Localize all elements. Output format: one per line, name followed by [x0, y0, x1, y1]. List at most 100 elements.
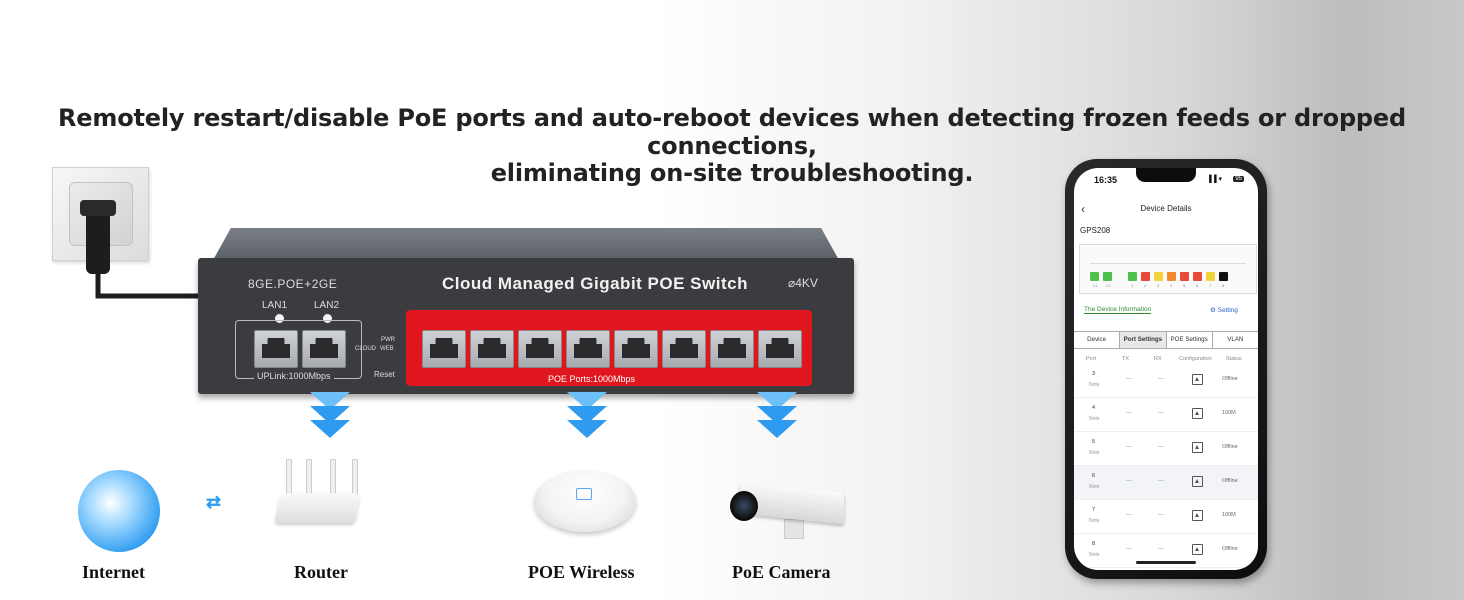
col-configuration: Configuration: [1179, 356, 1212, 362]
port-number: 4: [1092, 405, 1096, 411]
camera-icon: [728, 481, 846, 539]
configure-icon[interactable]: [1192, 476, 1203, 487]
app-port-indicator: [1154, 272, 1163, 281]
status-time: 16:35: [1094, 175, 1118, 185]
tab-port-settings[interactable]: Port Settings: [1120, 332, 1167, 348]
signal-wifi-icon: ▐▐ ▾: [1206, 176, 1222, 183]
switch-model-label: 8GE.POE+2GE: [248, 277, 338, 291]
configure-icon[interactable]: [1192, 544, 1203, 555]
down-arrow-icon: [757, 392, 797, 438]
tx-value: ---: [1126, 478, 1132, 484]
app-port-label: L1: [1093, 283, 1098, 288]
rx-value: ---: [1158, 546, 1164, 552]
port-number: 6: [1092, 473, 1096, 479]
tab-poe-settings[interactable]: POE Settings: [1167, 332, 1213, 348]
app-port-label: 5: [1183, 283, 1186, 288]
setting-link[interactable]: ⚙ Setting: [1210, 307, 1238, 314]
lan1-led: [275, 314, 284, 323]
reset-label: Reset: [374, 370, 395, 379]
poe-port: [518, 330, 562, 368]
port-note: Note: [1089, 416, 1100, 422]
col-tx: TX: [1122, 356, 1130, 362]
poe-port: [614, 330, 658, 368]
tx-value: ---: [1126, 410, 1132, 416]
port-note: Note: [1089, 450, 1100, 456]
home-indicator: [1136, 561, 1196, 564]
back-chevron-icon[interactable]: ‹: [1081, 202, 1085, 216]
phone-mockup: 16:35 ▐▐ ▾ 95 ‹ Device Details GPS208 L1…: [1065, 159, 1267, 579]
access-point-icon: [534, 470, 636, 532]
router-icon: [272, 459, 364, 529]
app-port-label: 4: [1170, 283, 1173, 288]
status-value: 100M: [1222, 512, 1236, 518]
status-value: Offline: [1222, 546, 1238, 552]
app-port-indicator: [1128, 272, 1137, 281]
rx-value: ---: [1158, 376, 1164, 382]
device-label-router: Router: [294, 562, 348, 582]
poe-port: [710, 330, 754, 368]
col-status: Status: [1226, 356, 1242, 362]
status-value: 100M: [1222, 410, 1236, 416]
col-port: Port: [1086, 356, 1097, 362]
port-number: 5: [1092, 439, 1096, 445]
tx-value: ---: [1126, 444, 1132, 450]
poe-port: [566, 330, 610, 368]
app-port-label: 6: [1196, 283, 1199, 288]
app-port-indicator: [1090, 272, 1099, 281]
configure-icon[interactable]: [1192, 374, 1203, 385]
poe-port: [662, 330, 706, 368]
setting-label: Setting: [1217, 307, 1238, 314]
switch-name: Cloud Managed Gigabit POE Switch: [442, 274, 748, 293]
tab-bar: Device Port Settings POE Settings VLAN: [1074, 331, 1258, 349]
tx-value: ---: [1126, 376, 1132, 382]
lan2-port: [302, 330, 346, 368]
port-number: 7: [1092, 507, 1096, 513]
app-port-indicator: [1167, 272, 1176, 281]
poe-ports-label: POE Ports:1000Mbps: [548, 374, 636, 384]
down-arrow-icon: [310, 392, 350, 438]
swap-arrows-icon: ⇄: [206, 492, 222, 512]
headline-line-2: eliminating on-site troubleshooting.: [490, 159, 974, 187]
device-label-poe-wireless: POE Wireless: [528, 562, 635, 582]
app-port-indicator: [1103, 272, 1112, 281]
configure-icon[interactable]: [1192, 510, 1203, 521]
port-note: Note: [1089, 552, 1100, 558]
globe-icon: [78, 470, 160, 552]
app-port-label: 7: [1209, 283, 1212, 288]
port-note: Note: [1089, 518, 1100, 524]
poe-switch: 8GE.POE+2GE Cloud Managed Gigabit POE Sw…: [198, 228, 854, 396]
configure-icon[interactable]: [1192, 408, 1203, 419]
port-note: Note: [1089, 484, 1100, 490]
screen-title: Device Details: [1140, 204, 1192, 213]
app-port-indicator: [1141, 272, 1150, 281]
surge-rating: ⌀4KV: [788, 276, 818, 290]
poe-port: [470, 330, 514, 368]
app-port-label: 3: [1157, 283, 1160, 288]
status-value: Offline: [1222, 444, 1238, 450]
tab-vlan[interactable]: VLAN: [1227, 336, 1244, 343]
tx-value: ---: [1126, 512, 1132, 518]
poe-port: [758, 330, 802, 368]
col-rx: RX: [1154, 356, 1162, 362]
device-information-link[interactable]: The Device Information: [1084, 306, 1152, 314]
port-number: 3: [1092, 371, 1096, 377]
headline-line-1: Remotely restart/disable PoE ports and a…: [58, 104, 1406, 160]
app-port-label: 1: [1131, 283, 1134, 288]
rx-value: ---: [1158, 410, 1164, 416]
poe-port: [422, 330, 466, 368]
lan1-port: [254, 330, 298, 368]
plug-icon: [80, 200, 200, 299]
rx-value: ---: [1158, 512, 1164, 518]
tab-device[interactable]: Device: [1074, 332, 1121, 348]
configure-icon[interactable]: [1192, 442, 1203, 453]
device-label-internet: Internet: [82, 562, 145, 582]
cloud-label: CLOUD: [355, 346, 377, 352]
app-port-indicator: [1219, 272, 1228, 281]
tx-value: ---: [1126, 546, 1132, 552]
